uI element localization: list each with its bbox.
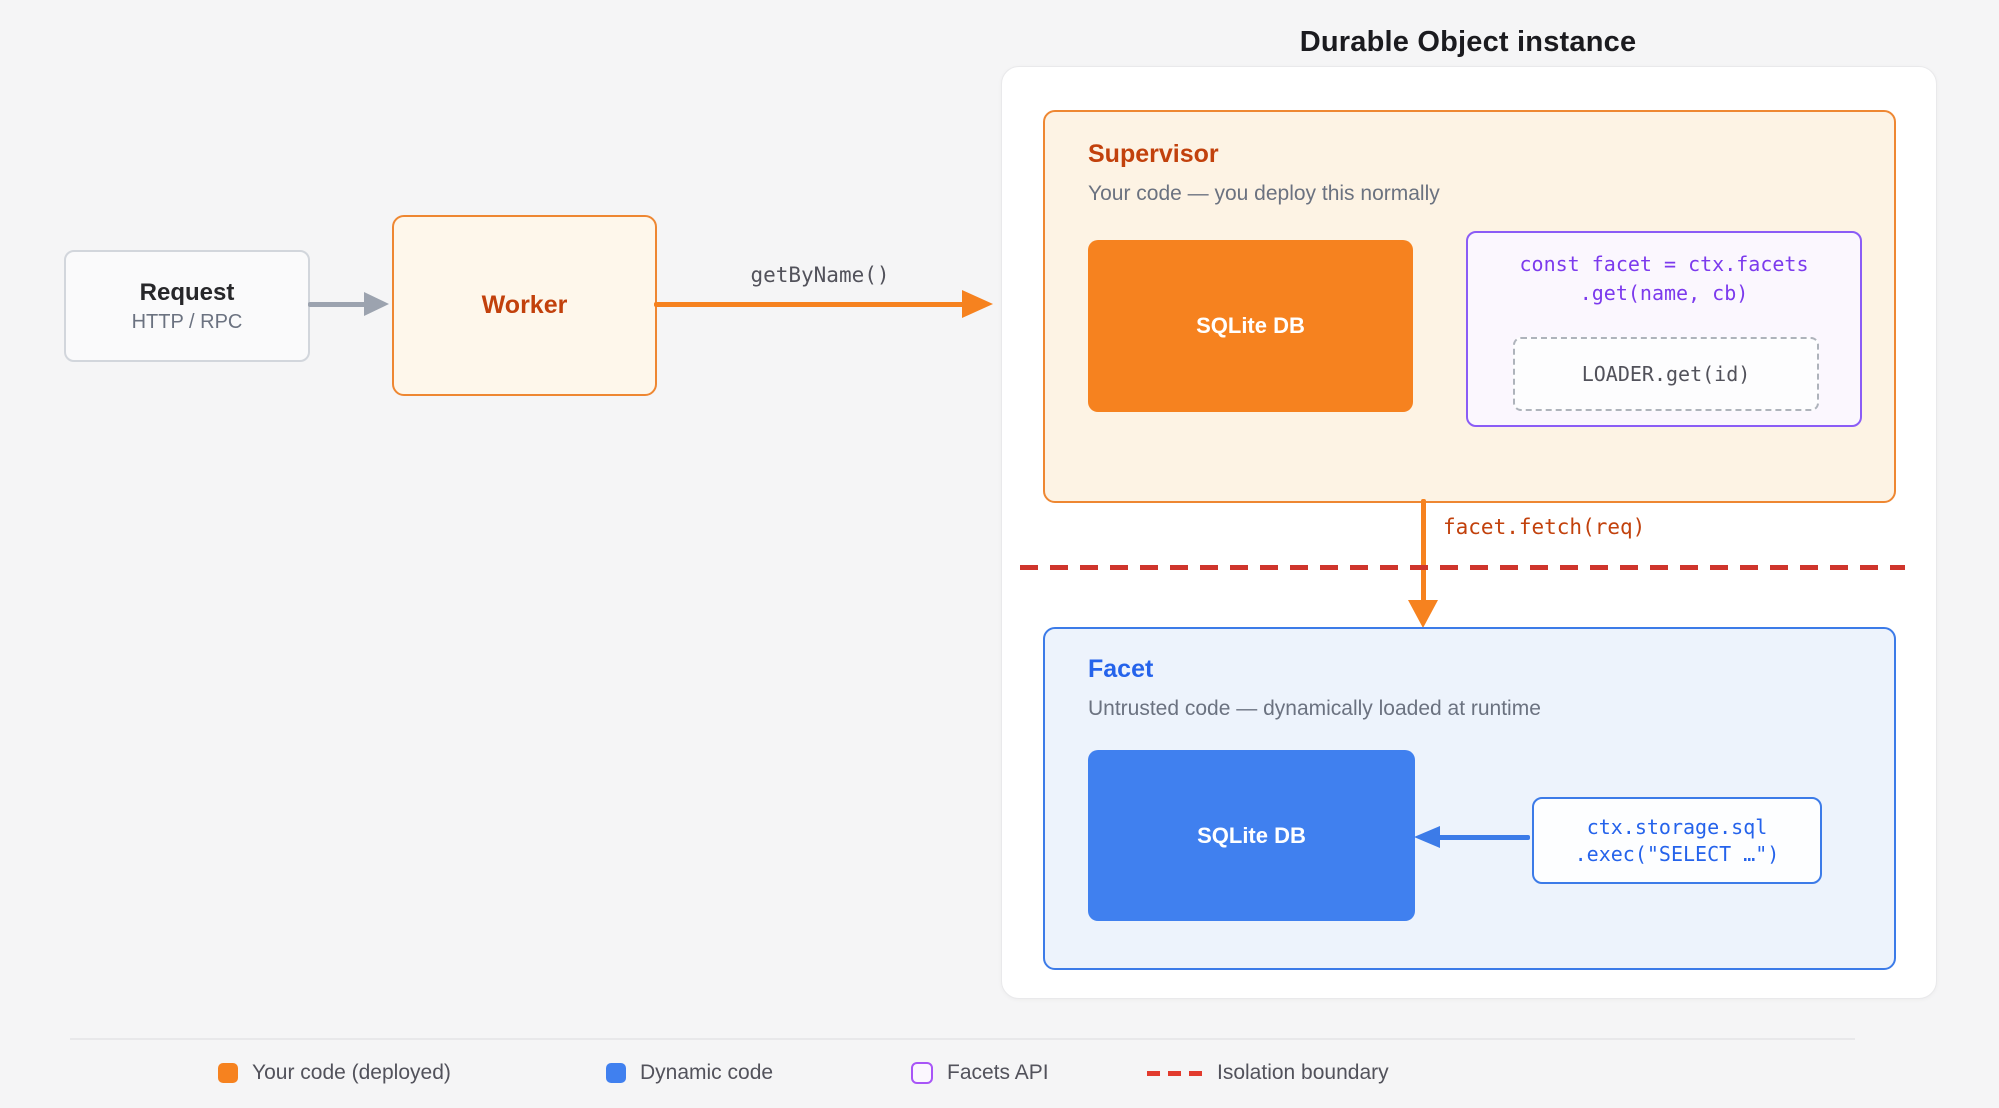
isolation-boundary-swatch-icon — [1147, 1070, 1203, 1076]
facet-fetch-label: facet.fetch(req) — [1443, 515, 1646, 539]
supervisor-sqlite-label: SQLite DB — [1196, 313, 1305, 338]
supervisor-sqlite-db: SQLite DB — [1088, 240, 1413, 412]
facet-subtitle: Untrusted code — dynamically loaded at r… — [1088, 697, 1541, 720]
facets-api-code: const facet = ctx.facets .get(name, cb) — [1468, 250, 1860, 308]
legend-item-your-code: Your code (deployed) — [218, 1060, 451, 1086]
facets-api-code-line1: const facet = ctx.facets — [1519, 252, 1809, 276]
your-code-swatch-icon — [218, 1063, 238, 1083]
facets-api-code-box: const facet = ctx.facets .get(name, cb) … — [1466, 231, 1862, 427]
request-node-title: Request — [139, 278, 235, 306]
isolation-boundary-line — [1020, 565, 1905, 570]
storage-sql-code-box: ctx.storage.sql .exec("SELECT …") — [1532, 797, 1822, 884]
request-node: Request HTTP / RPC — [64, 250, 310, 362]
legend-item-dynamic-code: Dynamic code — [606, 1060, 773, 1086]
worker-node-label: Worker — [481, 291, 568, 319]
supervisor-to-facet-arrowhead-icon — [1408, 600, 1438, 628]
supervisor-subtitle: Your code — you deploy this normally — [1088, 182, 1440, 205]
facet-sqlite-db: SQLite DB — [1088, 750, 1415, 921]
legend-label: Facets API — [947, 1061, 1049, 1084]
get-by-name-label: getByName() — [750, 263, 890, 287]
legend-divider — [70, 1038, 1855, 1040]
facet-title: Facet — [1088, 655, 1154, 683]
storage-sql-code-line2: .exec("SELECT …") — [1574, 841, 1780, 866]
legend-item-isolation-boundary: Isolation boundary — [1147, 1060, 1389, 1086]
request-to-worker-arrowhead-icon — [364, 292, 389, 316]
loader-code-box: LOADER.get(id) — [1513, 337, 1819, 411]
worker-to-do-arrow — [654, 302, 964, 307]
legend-label: Your code (deployed) — [252, 1061, 451, 1084]
request-node-subtitle: HTTP / RPC — [131, 310, 243, 333]
storage-to-sqlite-arrow — [1438, 835, 1530, 840]
storage-sql-code-line1: ctx.storage.sql — [1586, 814, 1768, 839]
facet-box: Facet Untrusted code — dynamically loade… — [1043, 627, 1896, 970]
facets-api-swatch-icon — [911, 1062, 933, 1084]
supervisor-box: Supervisor Your code — you deploy this n… — [1043, 110, 1896, 503]
legend-label: Isolation boundary — [1217, 1061, 1389, 1084]
worker-to-do-arrowhead-icon — [962, 290, 993, 318]
storage-to-sqlite-arrowhead-icon — [1414, 826, 1440, 848]
supervisor-to-facet-arrow — [1421, 499, 1426, 602]
facet-sqlite-label: SQLite DB — [1197, 822, 1306, 848]
supervisor-title: Supervisor — [1088, 140, 1219, 168]
dynamic-code-swatch-icon — [606, 1063, 626, 1083]
request-to-worker-arrow — [308, 302, 366, 307]
diagram-title: Durable Object instance — [1299, 26, 1637, 58]
legend-label: Dynamic code — [640, 1061, 774, 1084]
legend-item-facets-api: Facets API — [911, 1060, 1049, 1086]
loader-code: LOADER.get(id) — [1581, 362, 1751, 386]
facets-api-code-line2: .get(name, cb) — [1579, 281, 1749, 305]
worker-node: Worker — [392, 215, 657, 396]
